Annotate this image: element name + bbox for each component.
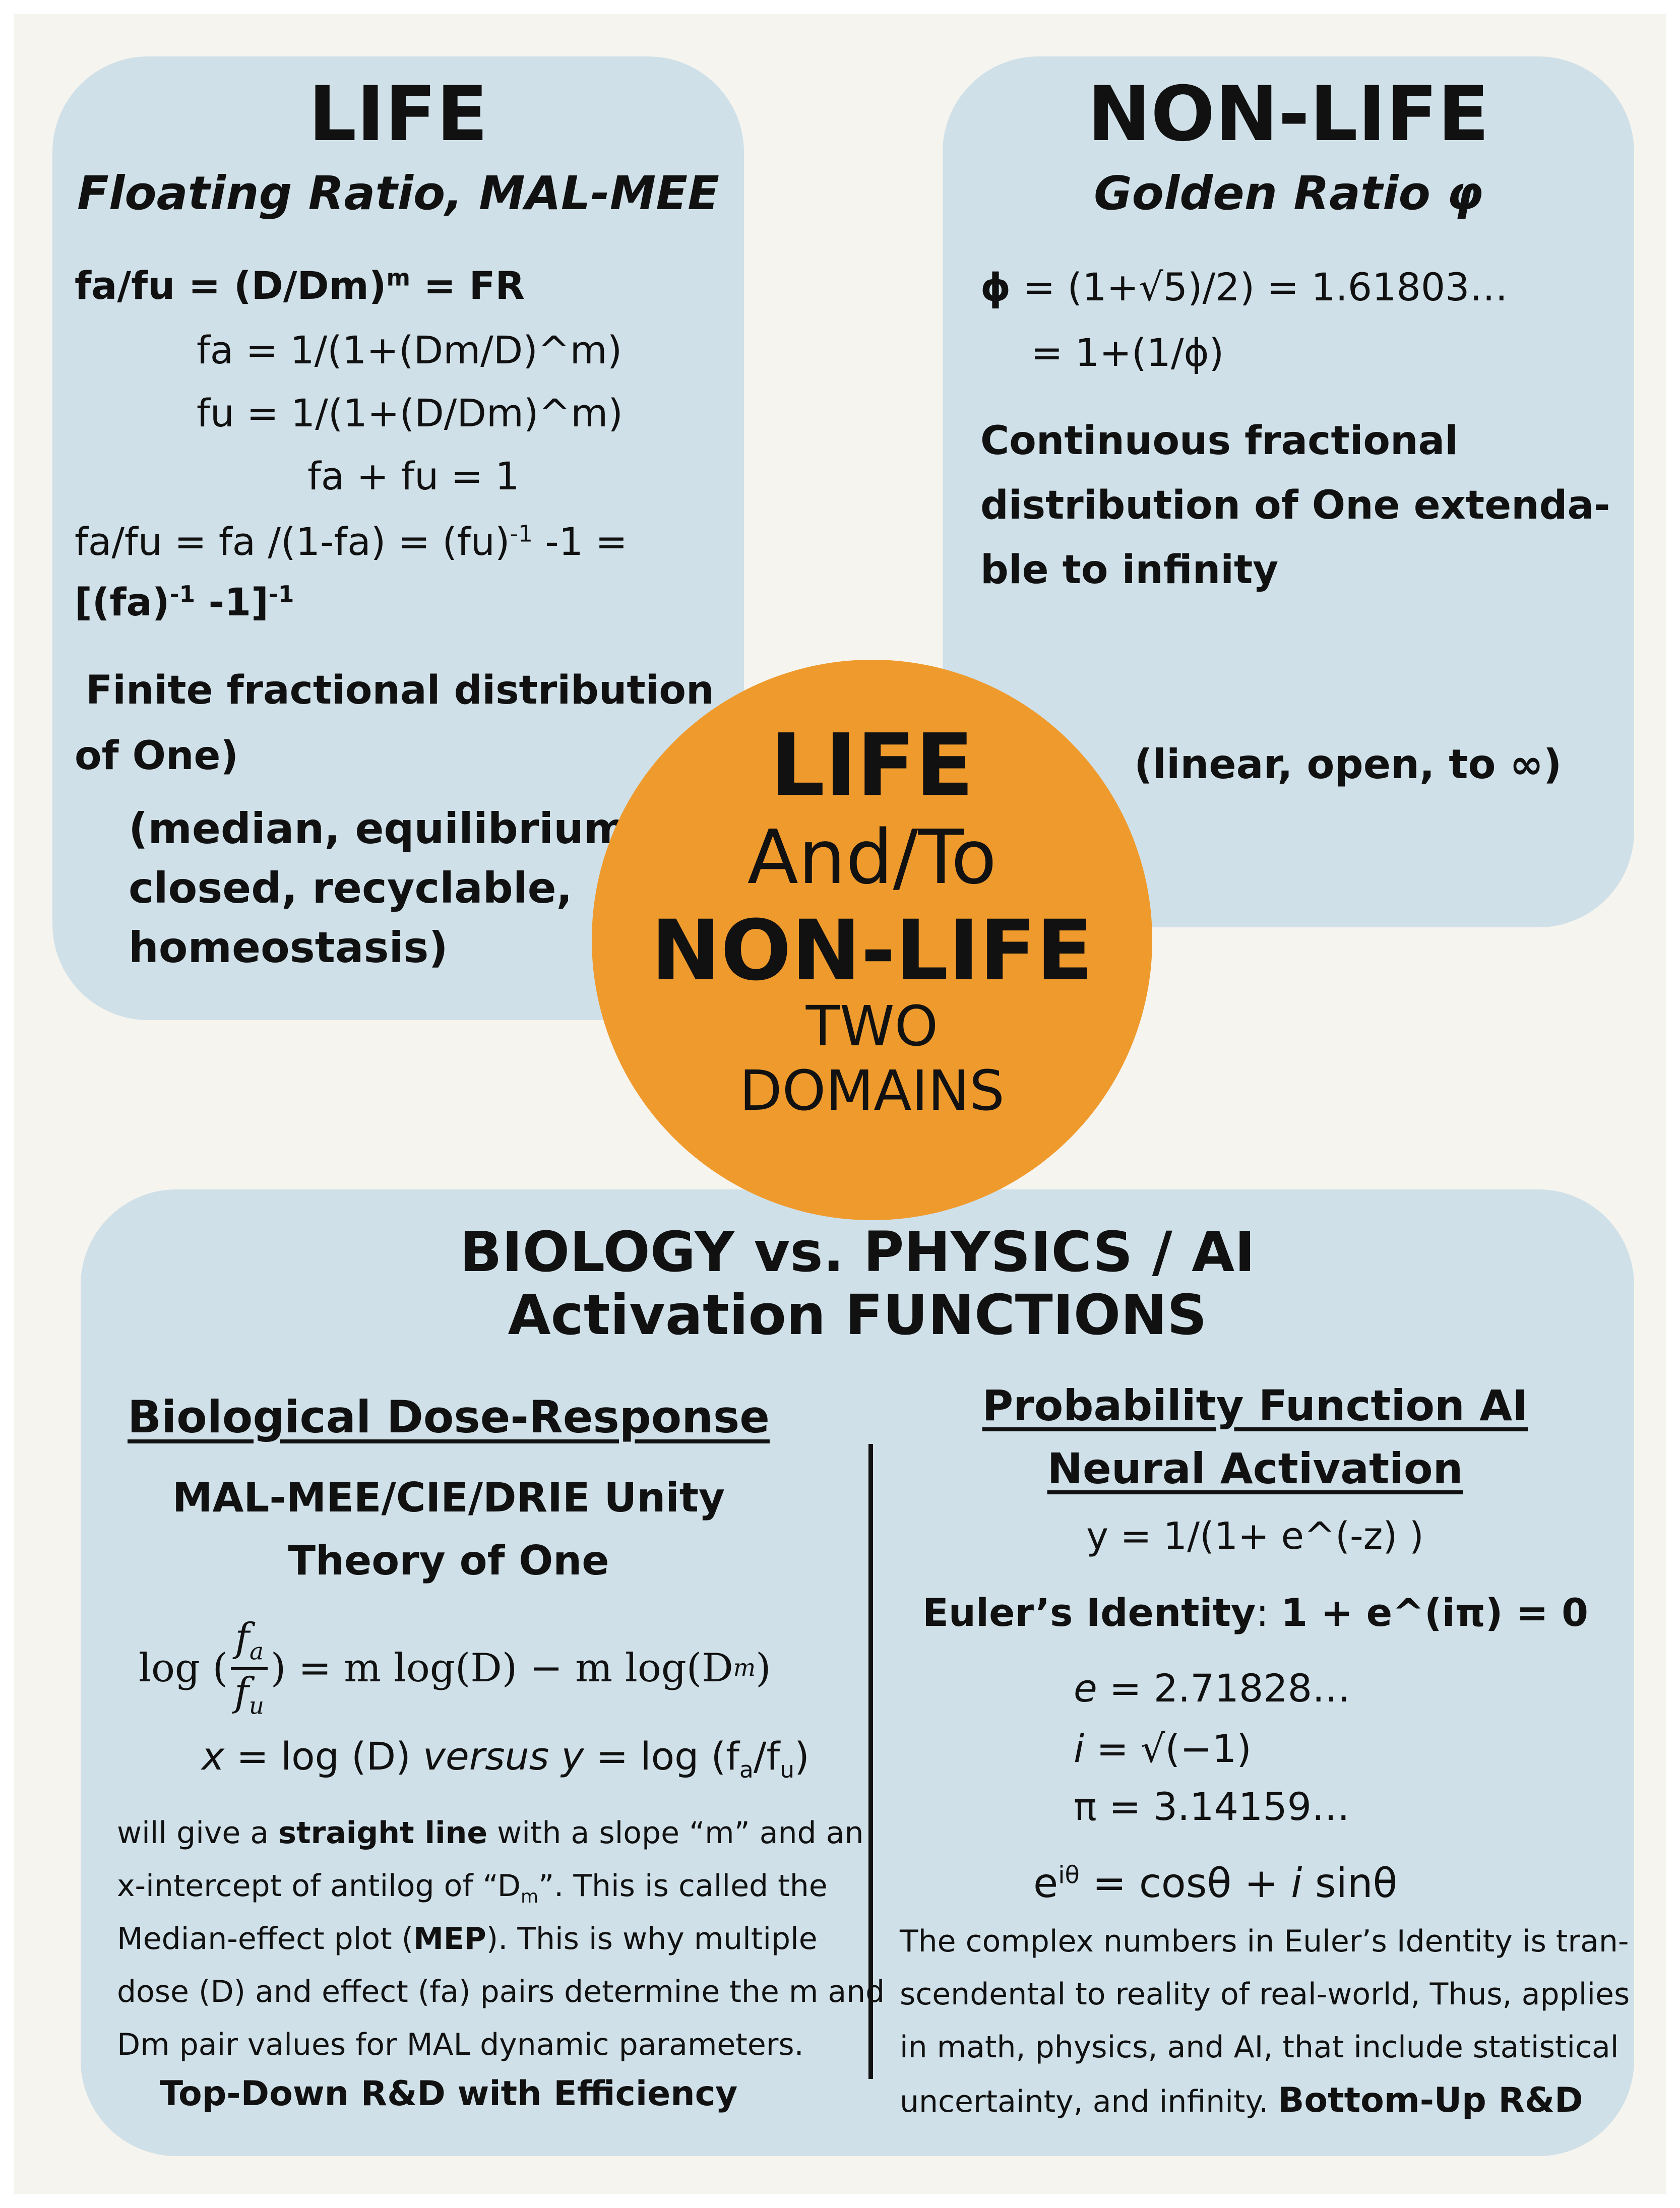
bio-subheading-line1: MAL-MEE/CIE/DRIE Unity [172, 1474, 725, 1521]
circle-life: LIFE [770, 716, 974, 815]
life-description-line1: Finite fractional distribution [86, 668, 714, 713]
nonlife-properties: (linear, open, to ∞) [1134, 741, 1562, 788]
bio-footer: Top-Down R&D with Efficiency [159, 2074, 738, 2114]
activation-title-line1: BIOLOGY vs. PHYSICS / AI [459, 1220, 1256, 1284]
two-domains-circle [592, 660, 1152, 1220]
nonlife-description-line1: Continuous fractional [980, 418, 1458, 464]
circle-and-to: And/To [747, 814, 997, 901]
life-eq-fu: fu = 1/(1+(D/Dm)^m) [197, 391, 623, 435]
life-properties-line3: homeostasis) [129, 923, 448, 972]
ai-i-constant: i = √(−1) [1074, 1726, 1252, 1771]
ai-euler-formula: eiθ = cosθ + i sinθ [1033, 1860, 1398, 1907]
bio-paragraph-line2: x-intercept of antilog of “Dm”. This is … [117, 1868, 828, 1907]
nonlife-description-line3: ble to infinity [980, 547, 1279, 593]
bio-axes-definition: x = log (D) versus y = log (fa/fu) [202, 1734, 810, 1784]
life-eq-floating-ratio: fa/fu = (D/Dm)m = FR [75, 263, 525, 308]
life-properties-line1: (median, equilibrium, [129, 804, 644, 853]
ai-heading-line1: Probability Function AI [982, 1381, 1528, 1430]
bio-heading: Biological Dose-Response [128, 1391, 770, 1443]
ai-heading-line2: Neural Activation [1047, 1444, 1463, 1493]
column-divider [868, 1444, 873, 2079]
life-subtitle: Floating Ratio, MAL-MEE [77, 166, 719, 220]
life-properties-line2: closed, recyclable, [129, 863, 573, 913]
life-title: LIFE [308, 71, 488, 158]
activation-functions-panel [81, 1189, 1634, 2156]
bio-paragraph-line1: will give a straight line with a slope “… [117, 1815, 864, 1851]
circle-non-life: NON-LIFE [651, 902, 1093, 999]
life-eq-inverse: [(fa)-1 -1]-1 [75, 580, 294, 624]
life-eq-ratio: fa/fu = fa /(1-fa) = (fu)-1 -1 = [75, 519, 628, 564]
activation-title-line2: Activation FUNCTIONS [508, 1283, 1207, 1347]
bio-subheading-line2: Theory of One [288, 1537, 609, 1584]
life-eq-fa: fa = 1/(1+(Dm/D)^m) [197, 328, 623, 372]
ai-paragraph-line1: The complex numbers in Euler’s Identity … [900, 1924, 1629, 1959]
ai-paragraph-line2: scendental to reality of real-world, Thu… [900, 1977, 1630, 2012]
ai-euler-identity: Euler’s Identity: 1 + e^(iπ) = 0 [922, 1590, 1589, 1635]
ai-sigmoid-formula: y = 1/(1+ e^(-z) ) [1086, 1515, 1424, 1558]
nonlife-description-line2: distribution of One extenda- [980, 483, 1610, 528]
bio-paragraph-line3: Median-effect plot (MEP). This is why mu… [117, 1921, 818, 1957]
ai-paragraph-line3: in math, physics, and AI, that include s… [900, 2030, 1619, 2065]
nonlife-eq-phi: ϕ = (1+√5)/2) = 1.61803… [980, 265, 1508, 309]
nonlife-eq-phi-identity: = 1+(1/ϕ) [1031, 330, 1224, 375]
ai-e-constant: e = 2.71828… [1074, 1666, 1351, 1711]
bio-paragraph-line5: Dm pair values for MAL dynamic parameter… [117, 2027, 804, 2062]
nonlife-subtitle: Golden Ratio φ [1094, 166, 1483, 220]
circle-two: TWO [805, 994, 939, 1058]
ai-paragraph-line4: uncertainty, and infinity. Bottom-Up R&D [900, 2080, 1583, 2120]
ai-pi-constant: π = 3.14159… [1074, 1784, 1350, 1829]
life-eq-sum: fa + fu = 1 [307, 454, 520, 498]
nonlife-title: NON-LIFE [1087, 71, 1489, 158]
life-description-line2: of One) [75, 733, 239, 779]
bio-paragraph-line4: dose (D) and effect (fa) pairs determine… [117, 1974, 885, 2009]
circle-domains: DOMAINS [739, 1058, 1005, 1123]
